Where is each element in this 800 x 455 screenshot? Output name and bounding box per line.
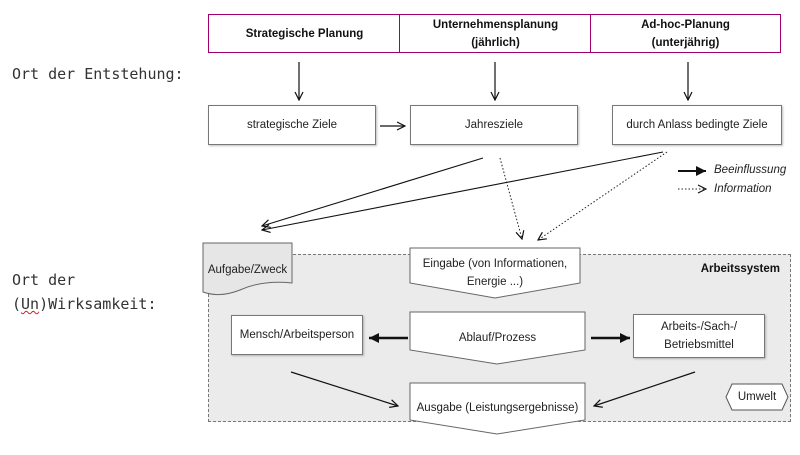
planning-annual: Unternehmensplanung (jährlich) — [399, 14, 592, 53]
planning-annual-sublabel: (jährlich) — [471, 36, 520, 49]
arrow-occasion-to-purpose — [262, 151, 664, 230]
goal-annual-label: Jahresziele — [464, 119, 524, 131]
origin-label: Ort der Entstehung: — [12, 65, 184, 83]
effectiveness-rest: )Wirksamkeit: — [39, 295, 157, 313]
planning-adhoc-sublabel: (unterjährig) — [651, 36, 720, 49]
arrow-human-to-output — [290, 371, 398, 406]
planning-annual-label: Unternehmensplanung — [432, 18, 559, 31]
arrow-means-to-output — [594, 371, 696, 406]
purpose-label: Aufgabe/Zweck — [207, 264, 288, 276]
means-box: Arbeits-/Sach-/ Betriebsmittel — [633, 314, 765, 358]
output-label: Ausgabe (Leistungsergebnisse) — [416, 402, 579, 414]
planning-strategic: Strategische Planung — [208, 14, 401, 53]
legend-information-label: Information — [714, 183, 772, 195]
goal-occasion: durch Anlass bedingte Ziele — [612, 105, 782, 145]
effectiveness-un: Un — [21, 295, 40, 313]
goal-strategic: strategische Ziele — [208, 105, 376, 145]
arrow-annual-to-purpose — [262, 157, 484, 226]
effectiveness-label-line1: Ort der — [12, 271, 76, 289]
input-label-line2: Energie ...) — [466, 276, 524, 288]
environment-shape — [725, 383, 789, 411]
arrow-annual-info — [499, 157, 522, 239]
human-box: Mensch/Arbeitsperson — [231, 315, 363, 355]
work-system-title: Arbeitssystem — [700, 263, 780, 275]
process-shape — [409, 311, 586, 365]
means-label-line1: Arbeits-/Sach-/ — [660, 321, 738, 333]
goal-annual: Jahresziele — [410, 105, 578, 145]
effectiveness-label: Ort der (Un)Wirksamkeit: — [12, 268, 157, 316]
output-shape — [409, 382, 586, 435]
effectiveness-paren: ( — [12, 295, 22, 313]
purpose-shape — [202, 242, 293, 296]
process-label: Ablauf/Prozess — [458, 332, 537, 344]
planning-adhoc: Ad-hoc-Planung (unterjährig) — [590, 14, 781, 53]
effectiveness-label-line2: (Un)Wirksamkeit: — [12, 292, 157, 316]
legend-influence-label: Beeinflussung — [714, 164, 787, 176]
planning-strategic-label: Strategische Planung — [245, 27, 364, 40]
environment-label: Umwelt — [737, 391, 777, 403]
input-shape — [409, 247, 581, 299]
input-box: Eingabe (von Informationen, Energie ...) — [410, 255, 580, 291]
goal-occasion-label: durch Anlass bedingte Ziele — [626, 119, 768, 131]
means-label-line2: Betriebsmittel — [664, 339, 734, 351]
planning-adhoc-label: Ad-hoc-Planung — [641, 18, 730, 31]
goal-strategic-label: strategische Ziele — [246, 119, 338, 131]
input-label-line1: Eingabe (von Informationen, — [422, 258, 568, 270]
arrow-occasion-info — [538, 151, 668, 240]
human-label: Mensch/Arbeitsperson — [239, 329, 355, 341]
